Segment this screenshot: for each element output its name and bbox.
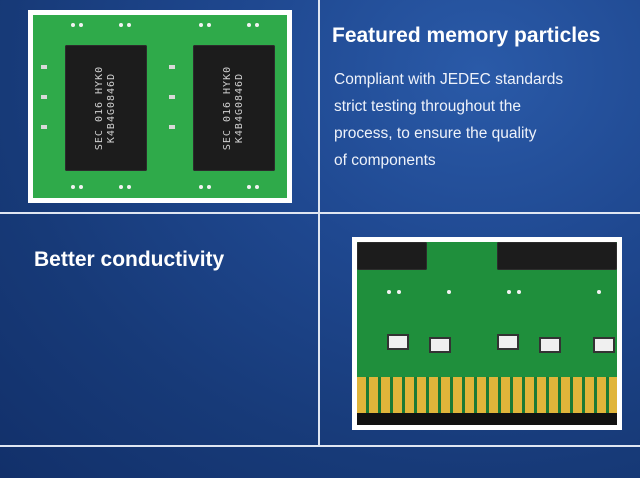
horizontal-divider-top	[0, 212, 640, 214]
solder-dot	[127, 185, 131, 189]
solder-dot	[507, 290, 511, 294]
section-title-conductivity: Better conductivity	[34, 248, 225, 271]
solder-dot	[247, 185, 251, 189]
resistor-component	[429, 337, 451, 353]
solder-dot	[397, 290, 401, 294]
description-line: process, to ensure the quality	[334, 125, 537, 142]
horizontal-divider-bottom	[0, 445, 640, 447]
chip-label-line1: SEC 016 HYK0	[94, 65, 105, 151]
pcb-board: SEC 016 HYK0 K4B4G0846D SEC 016 HYK0 K4B…	[33, 15, 287, 198]
memory-chip-right: SEC 016 HYK0 K4B4G0846D	[193, 45, 275, 171]
solder-dot	[247, 23, 251, 27]
solder-dot	[199, 185, 203, 189]
board-edge	[357, 413, 617, 425]
gold-contacts-photo	[352, 237, 622, 430]
solder-dot	[207, 23, 211, 27]
resistor-component	[539, 337, 561, 353]
memory-chip-edge	[497, 242, 617, 270]
gold-contact-fingers	[357, 377, 617, 413]
description-line: of components	[334, 152, 436, 169]
resistor-component	[593, 337, 615, 353]
solder-dot	[387, 290, 391, 294]
memory-chip-edge	[357, 242, 427, 270]
solder-dot	[255, 23, 259, 27]
description-line: strict testing throughout the	[334, 98, 521, 115]
solder-dot	[207, 185, 211, 189]
memory-chips-photo: SEC 016 HYK0 K4B4G0846D SEC 016 HYK0 K4B…	[28, 10, 292, 203]
solder-dot	[71, 185, 75, 189]
resistor-component	[497, 334, 519, 350]
solder-dot	[447, 290, 451, 294]
solder-pad	[41, 125, 47, 129]
solder-pad	[41, 95, 47, 99]
solder-pad	[41, 65, 47, 69]
solder-dot	[119, 23, 123, 27]
solder-dot	[199, 23, 203, 27]
solder-dot	[127, 23, 131, 27]
solder-dot	[517, 290, 521, 294]
solder-dot	[71, 23, 75, 27]
description-line: Compliant with JEDEC standards	[334, 71, 564, 88]
vertical-divider	[318, 0, 320, 447]
memory-chip-left: SEC 016 HYK0 K4B4G0846D	[65, 45, 147, 171]
solder-pad	[169, 65, 175, 69]
solder-dot	[597, 290, 601, 294]
solder-pad	[169, 125, 175, 129]
solder-dot	[255, 185, 259, 189]
chip-label-line2: K4B4G0846D	[106, 72, 117, 144]
solder-dot	[119, 185, 123, 189]
chip-label-line2: K4B4G0846D	[234, 72, 245, 144]
section-description: Compliant with JEDEC standards strict te…	[334, 66, 563, 174]
resistor-component	[387, 334, 409, 350]
chip-label-line1: SEC 016 HYK0	[222, 65, 233, 151]
solder-dot	[79, 185, 83, 189]
pcb-board-edge	[357, 242, 617, 425]
section-title-memory: Featured memory particles	[332, 24, 601, 47]
solder-pad	[169, 95, 175, 99]
solder-dot	[79, 23, 83, 27]
